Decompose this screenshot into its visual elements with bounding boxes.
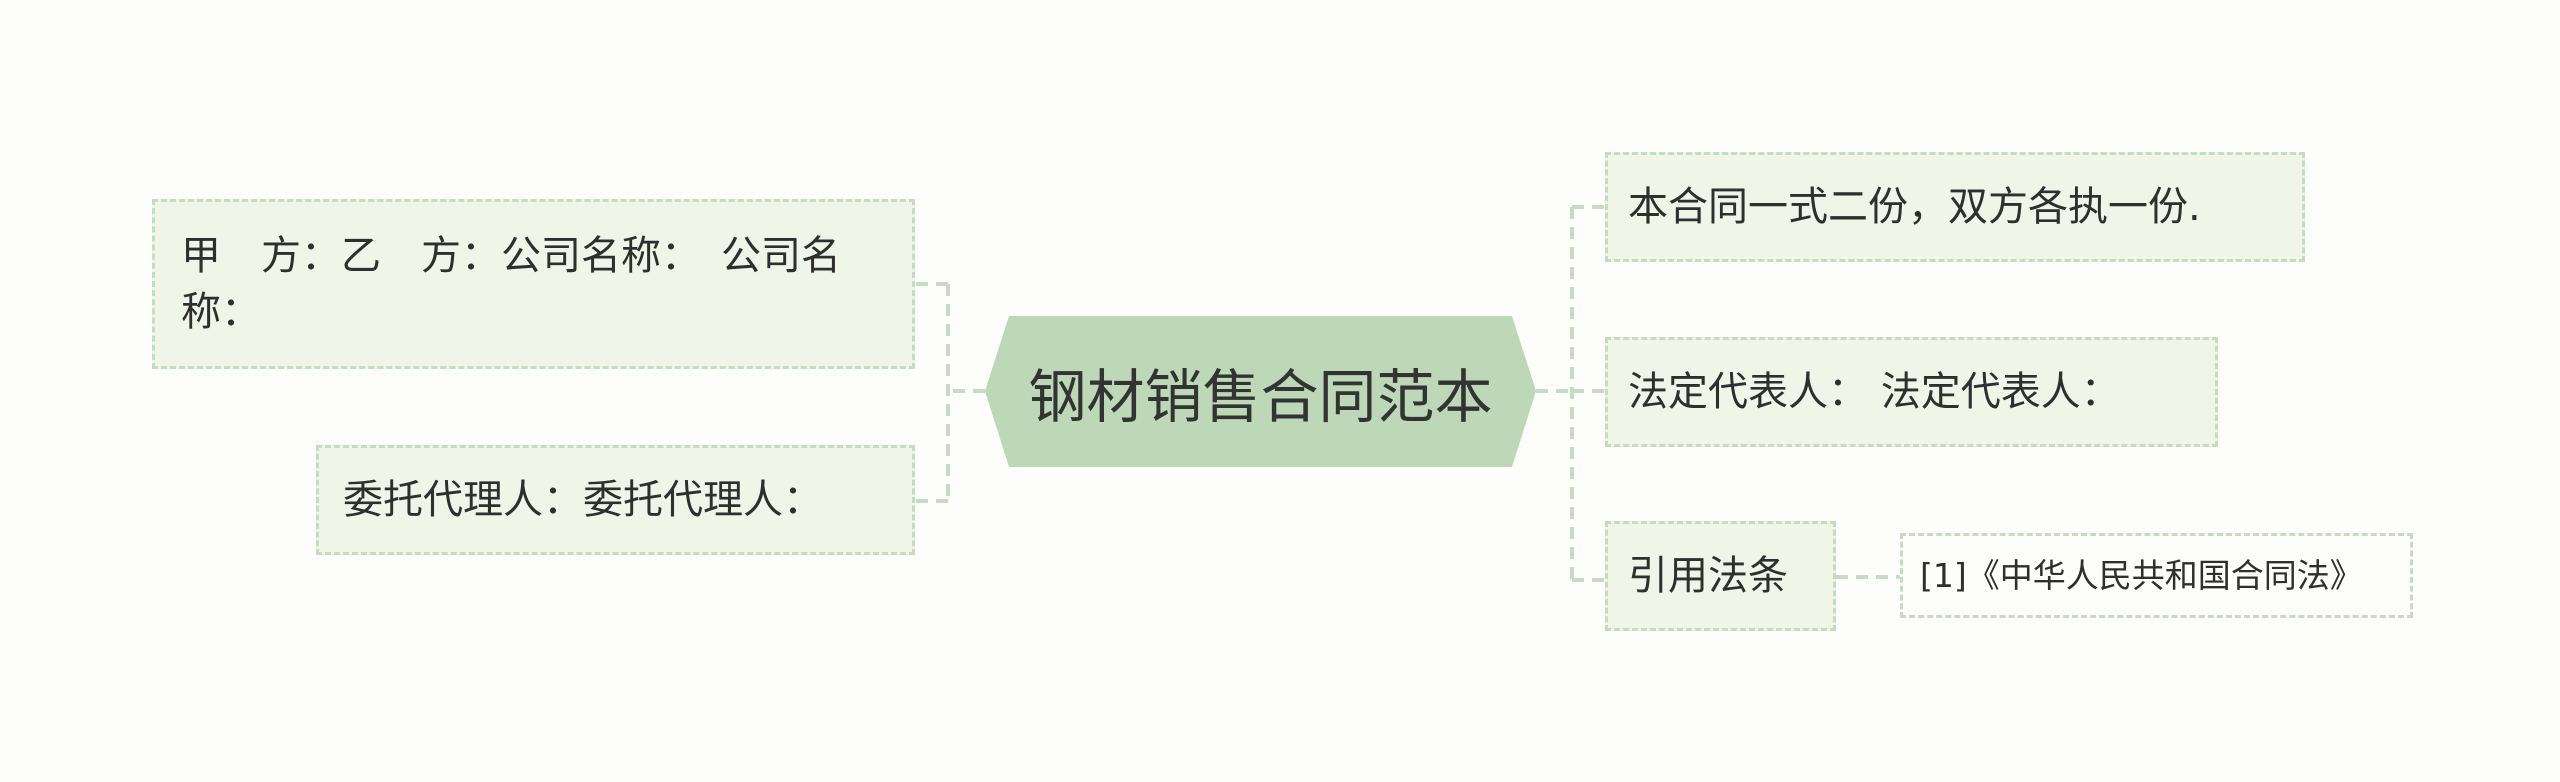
- root-topic-label: 钢材销售合同范本: [1028, 362, 1493, 431]
- subtopic-contract-law[interactable]: [1]《中华人民共和国合同法》: [1900, 533, 2413, 618]
- topic-cited-law[interactable]: 引用法条: [1605, 521, 1836, 631]
- root-topic[interactable]: 钢材销售合同范本: [985, 316, 1536, 467]
- topic-party-names-label: 甲 方：乙 方：公司名称： 公司名称：: [181, 233, 841, 335]
- connector-left-trunk: [946, 284, 985, 501]
- topic-copies[interactable]: 本合同一式二份，双方各执一份.: [1605, 152, 2305, 262]
- topic-cited-law-label: 引用法条: [1628, 553, 1788, 599]
- connector-right-trunk: [1536, 207, 1574, 580]
- topic-party-names[interactable]: 甲 方：乙 方：公司名称： 公司名称：: [152, 199, 915, 369]
- topic-copies-label: 本合同一式二份，双方各执一份.: [1628, 184, 2201, 230]
- topic-legal-rep-label: 法定代表人： 法定代表人：: [1628, 369, 2121, 415]
- subtopic-contract-law-label: [1]《中华人民共和国合同法》: [1920, 555, 2363, 595]
- topic-agent[interactable]: 委托代理人：委托代理人：: [316, 445, 915, 555]
- topic-legal-rep[interactable]: 法定代表人： 法定代表人：: [1605, 337, 2218, 447]
- topic-agent-label: 委托代理人：委托代理人：: [343, 477, 823, 523]
